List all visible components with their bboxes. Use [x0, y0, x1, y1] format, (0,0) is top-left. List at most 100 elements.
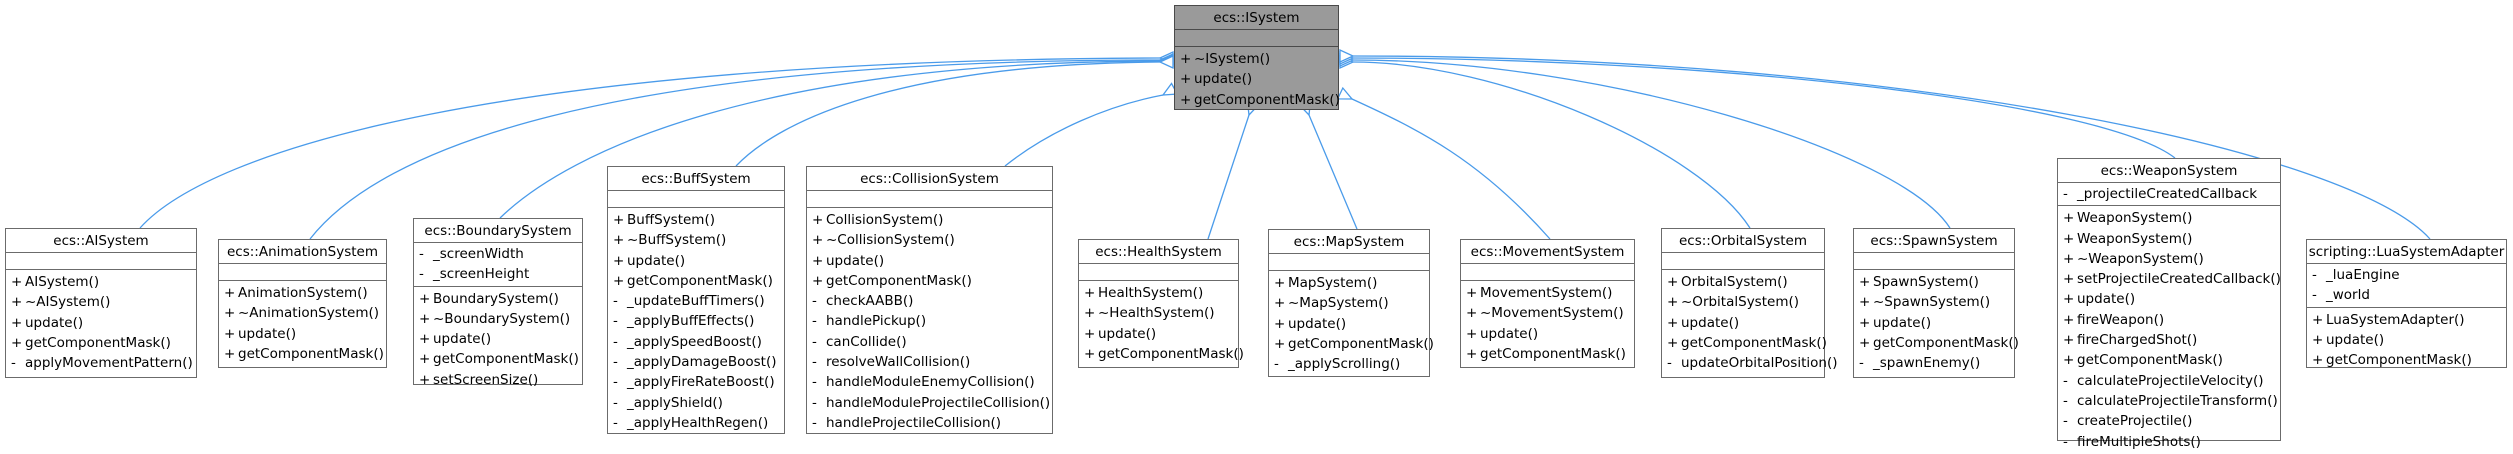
member-name: ~HealthSystem()	[1098, 305, 1215, 322]
class-name: ecs::MovementSystem	[1461, 240, 1634, 264]
class-operations: +LuaSystemAdapter()+update()+getComponen…	[2307, 308, 2506, 373]
visibility-marker: +	[812, 212, 824, 228]
member-name: AnimationSystem()	[238, 285, 368, 301]
class-ecs-aisystem[interactable]: ecs::AISystem +AISystem()+~AISystem()+up…	[5, 228, 197, 378]
class-ecs-animationsystem[interactable]: ecs::AnimationSystem +AnimationSystem()+…	[218, 239, 387, 368]
visibility-marker: +	[419, 371, 431, 388]
member-name: _screenHeight	[433, 266, 530, 283]
visibility-marker: +	[613, 252, 625, 269]
member-name: getComponentMask()	[433, 351, 579, 368]
visibility-marker: -	[2063, 413, 2068, 430]
member-name: setScreenSize()	[433, 371, 539, 388]
member-name: MapSystem()	[1288, 275, 1378, 291]
member-name: _applyBuffEffects()	[627, 313, 755, 330]
visibility-marker: +	[2312, 331, 2324, 348]
inheritance-arrowhead-icon	[1158, 50, 1174, 66]
inheritance-arrowhead-icon	[1158, 54, 1174, 70]
class-operation: +WeaponSystem()	[2058, 229, 2280, 249]
class-attributes	[6, 253, 196, 270]
class-ecs-weaponsystem[interactable]: ecs::WeaponSystem -_projectileCreatedCal…	[2057, 158, 2281, 450]
class-ecs-boundarysystem[interactable]: ecs::BoundarySystem -_screenWidth-_scree…	[413, 218, 583, 388]
member-name: getComponentMask()	[1098, 345, 1244, 362]
class-operation: +CollisionSystem()	[807, 210, 1052, 230]
class-name: ecs::OrbitalSystem	[1662, 229, 1824, 253]
visibility-marker: +	[419, 290, 431, 307]
class-operation: +~BuffSystem()	[608, 230, 784, 250]
member-name: getComponentMask()	[1194, 91, 1340, 108]
class-ecs-isystem[interactable]: ecs::ISystem +~ISystem()+update()+getCom…	[1174, 5, 1340, 110]
member-name: SpawnSystem()	[1873, 274, 1979, 290]
visibility-marker: -	[613, 293, 618, 310]
class-operation: +~SpawnSystem()	[1854, 292, 2014, 312]
member-name: BoundarySystem()	[433, 290, 559, 307]
class-attributes: -_luaEngine-_world	[2307, 264, 2506, 308]
visibility-marker: -	[812, 394, 817, 411]
member-name: update()	[433, 331, 492, 348]
member-name: BuffSystem()	[627, 212, 715, 228]
class-ecs-healthsystem[interactable]: ecs::HealthSystem +HealthSystem()+~Healt…	[1078, 239, 1244, 368]
member-name: MovementSystem()	[1480, 285, 1613, 301]
visibility-marker: -	[2063, 433, 2068, 450]
class-operation: -_applyShield()	[608, 393, 784, 413]
visibility-marker: +	[1466, 345, 1478, 362]
visibility-marker: +	[2063, 332, 2075, 349]
class-ecs-movementsystem[interactable]: ecs::MovementSystem +MovementSystem()+~M…	[1460, 239, 1635, 368]
member-name: ~BoundarySystem()	[433, 310, 571, 327]
member-name: ~AISystem()	[25, 294, 111, 311]
class-operation: -_applyHealthRegen()	[608, 413, 784, 433]
class-operation: +~BoundarySystem()	[414, 309, 582, 329]
class-ecs-orbitalsystem[interactable]: ecs::OrbitalSystem +OrbitalSystem()+~Orb…	[1661, 228, 1837, 378]
visibility-marker: -	[812, 313, 817, 330]
inheritance-arrowhead-icon	[1339, 49, 1355, 64]
member-name: WeaponSystem()	[2077, 230, 2193, 247]
member-name: calculateProjectileTransform()	[2077, 392, 2278, 409]
class-ecs-mapsystem[interactable]: ecs::MapSystem +MapSystem()+~MapSystem()…	[1268, 229, 1434, 377]
visibility-marker: +	[613, 232, 625, 249]
member-name: getComponentMask()	[1480, 345, 1626, 362]
visibility-marker: +	[1274, 315, 1286, 332]
member-name: LuaSystemAdapter()	[2326, 311, 2465, 328]
class-operation: -applyMovementPattern()	[6, 353, 196, 373]
visibility-marker: +	[11, 334, 23, 351]
visibility-marker: +	[419, 310, 431, 327]
visibility-marker: +	[1180, 91, 1192, 108]
class-operation: +~AISystem()	[6, 292, 196, 312]
visibility-marker: +	[224, 305, 236, 322]
member-name: getComponentMask()	[238, 345, 384, 362]
member-name: AISystem()	[25, 274, 100, 290]
class-ecs-buffsystem[interactable]: ecs::BuffSystem +BuffSystem()+~BuffSyste…	[607, 166, 785, 434]
class-operation: +getComponentMask()	[219, 344, 386, 364]
visibility-marker: +	[1859, 294, 1871, 311]
inheritance-edge	[1207, 114, 1250, 240]
class-operation: +LuaSystemAdapter()	[2307, 310, 2506, 330]
member-name: _screenWidth	[433, 246, 524, 262]
class-operation: +AISystem()	[6, 272, 196, 292]
class-name: ecs::AISystem	[6, 229, 196, 253]
member-name: ~ISystem()	[1194, 51, 1271, 67]
member-name: _applyScrolling()	[1288, 356, 1401, 373]
visibility-marker: +	[11, 294, 23, 311]
member-name: HealthSystem()	[1098, 285, 1204, 301]
visibility-marker: +	[1859, 274, 1871, 290]
class-ecs-collisionsystem[interactable]: ecs::CollisionSystem +CollisionSystem()+…	[806, 166, 1053, 434]
member-name: update()	[1873, 314, 1932, 331]
member-name: handleModuleProjectileCollision()	[826, 394, 1051, 411]
class-attributes: -_projectileCreatedCallback	[2058, 183, 2280, 207]
class-attributes	[807, 191, 1052, 208]
class-operation: +getComponentMask()	[2307, 350, 2506, 370]
member-name: ~WeaponSystem()	[2077, 250, 2204, 267]
member-name: _updateBuffTimers()	[627, 293, 765, 310]
visibility-marker: +	[812, 232, 824, 249]
member-name: update()	[238, 325, 297, 342]
member-name: checkAABB()	[826, 293, 914, 310]
class-ecs-spawnsystem[interactable]: ecs::SpawnSystem +SpawnSystem()+~SpawnSy…	[1853, 228, 2019, 378]
visibility-marker: +	[2063, 311, 2075, 328]
visibility-marker: -	[613, 313, 618, 330]
visibility-marker: +	[1667, 334, 1679, 351]
member-name: ~SpawnSystem()	[1873, 294, 1991, 311]
member-name: _applyShield()	[627, 394, 723, 411]
class-operation: -_applyDamageBoost()	[608, 352, 784, 372]
class-operation: +update()	[414, 329, 582, 349]
class-scripting-luasystemadapter[interactable]: scripting::LuaSystemAdapter -_luaEngine-…	[2306, 239, 2507, 368]
class-operation: +BoundarySystem()	[414, 289, 582, 309]
